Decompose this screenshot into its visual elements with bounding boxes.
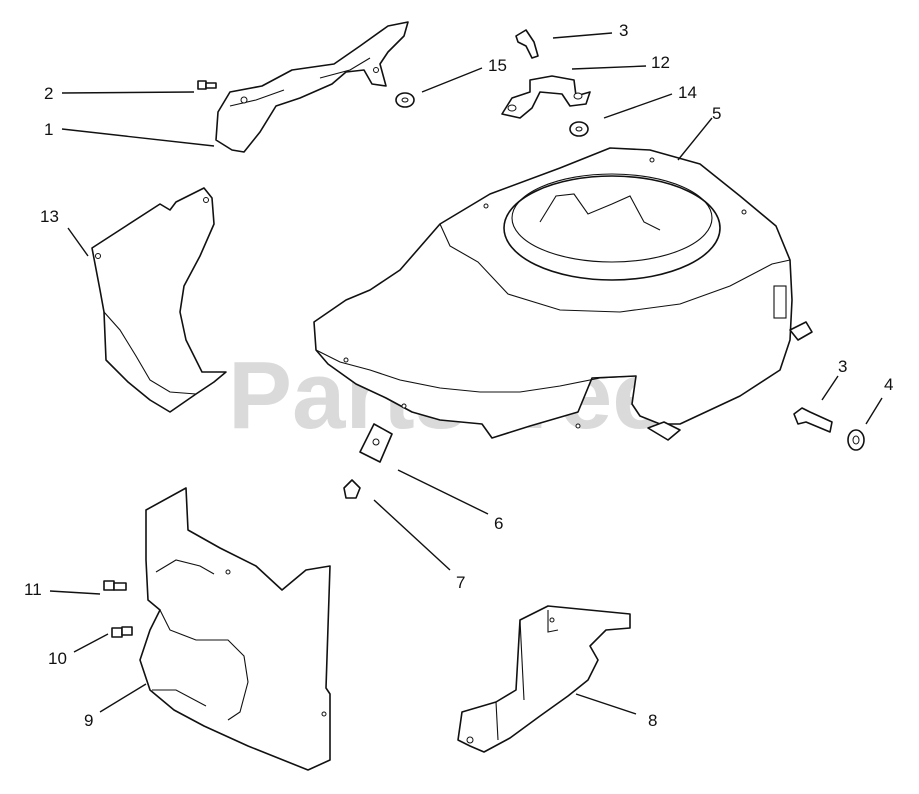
callout-4: 4 bbox=[884, 375, 893, 394]
part-8-baffle[interactable] bbox=[457, 605, 631, 753]
part-1-bracket[interactable] bbox=[215, 21, 409, 153]
leader-13 bbox=[67, 227, 89, 257]
part-15-washer[interactable] bbox=[395, 92, 415, 108]
leader-9 bbox=[99, 683, 147, 713]
callout-14: 14 bbox=[678, 83, 697, 102]
leader-6 bbox=[397, 469, 489, 515]
leader-4 bbox=[865, 397, 883, 425]
callout-3-top: 3 bbox=[619, 21, 628, 40]
part-2-screw[interactable] bbox=[197, 80, 217, 90]
part-9-lower-shroud[interactable] bbox=[139, 487, 331, 771]
part-3-bolt-top[interactable] bbox=[515, 29, 539, 59]
callout-11: 11 bbox=[24, 580, 42, 599]
callout-2: 2 bbox=[44, 84, 53, 103]
leader-10 bbox=[73, 633, 109, 653]
leader-8 bbox=[575, 693, 637, 715]
part-7-screw[interactable] bbox=[343, 479, 361, 499]
callout-13: 13 bbox=[40, 207, 59, 226]
callout-3-right: 3 bbox=[838, 357, 847, 376]
part-6-clip-nut[interactable] bbox=[359, 423, 393, 463]
leader-1 bbox=[61, 128, 215, 147]
leader-2 bbox=[61, 91, 195, 94]
callout-1: 1 bbox=[44, 120, 53, 139]
callout-5: 5 bbox=[712, 104, 721, 123]
callout-6: 6 bbox=[494, 514, 503, 533]
part-5-blower-housing[interactable] bbox=[313, 147, 813, 441]
part-11-screw[interactable] bbox=[103, 580, 127, 591]
leader-11 bbox=[49, 590, 101, 595]
callout-7: 7 bbox=[456, 573, 465, 592]
leader-15 bbox=[421, 67, 483, 93]
leader-5 bbox=[677, 117, 713, 161]
leader-3-top bbox=[552, 32, 613, 39]
part-14-washer[interactable] bbox=[569, 121, 589, 137]
leader-7 bbox=[373, 499, 451, 571]
part-3-bolt-right[interactable] bbox=[793, 407, 833, 433]
leader-14 bbox=[603, 93, 673, 119]
callout-10: 10 bbox=[48, 649, 67, 668]
leader-3-right bbox=[821, 375, 839, 401]
part-4-washer[interactable] bbox=[847, 429, 865, 451]
part-10-screw[interactable] bbox=[111, 626, 133, 638]
leader-12 bbox=[571, 65, 647, 70]
callout-12: 12 bbox=[651, 53, 670, 72]
callout-8: 8 bbox=[648, 711, 657, 730]
part-13-shroud[interactable] bbox=[91, 187, 227, 413]
callout-15: 15 bbox=[488, 56, 507, 75]
callout-9: 9 bbox=[84, 711, 93, 730]
part-12-clamp[interactable] bbox=[501, 75, 591, 119]
